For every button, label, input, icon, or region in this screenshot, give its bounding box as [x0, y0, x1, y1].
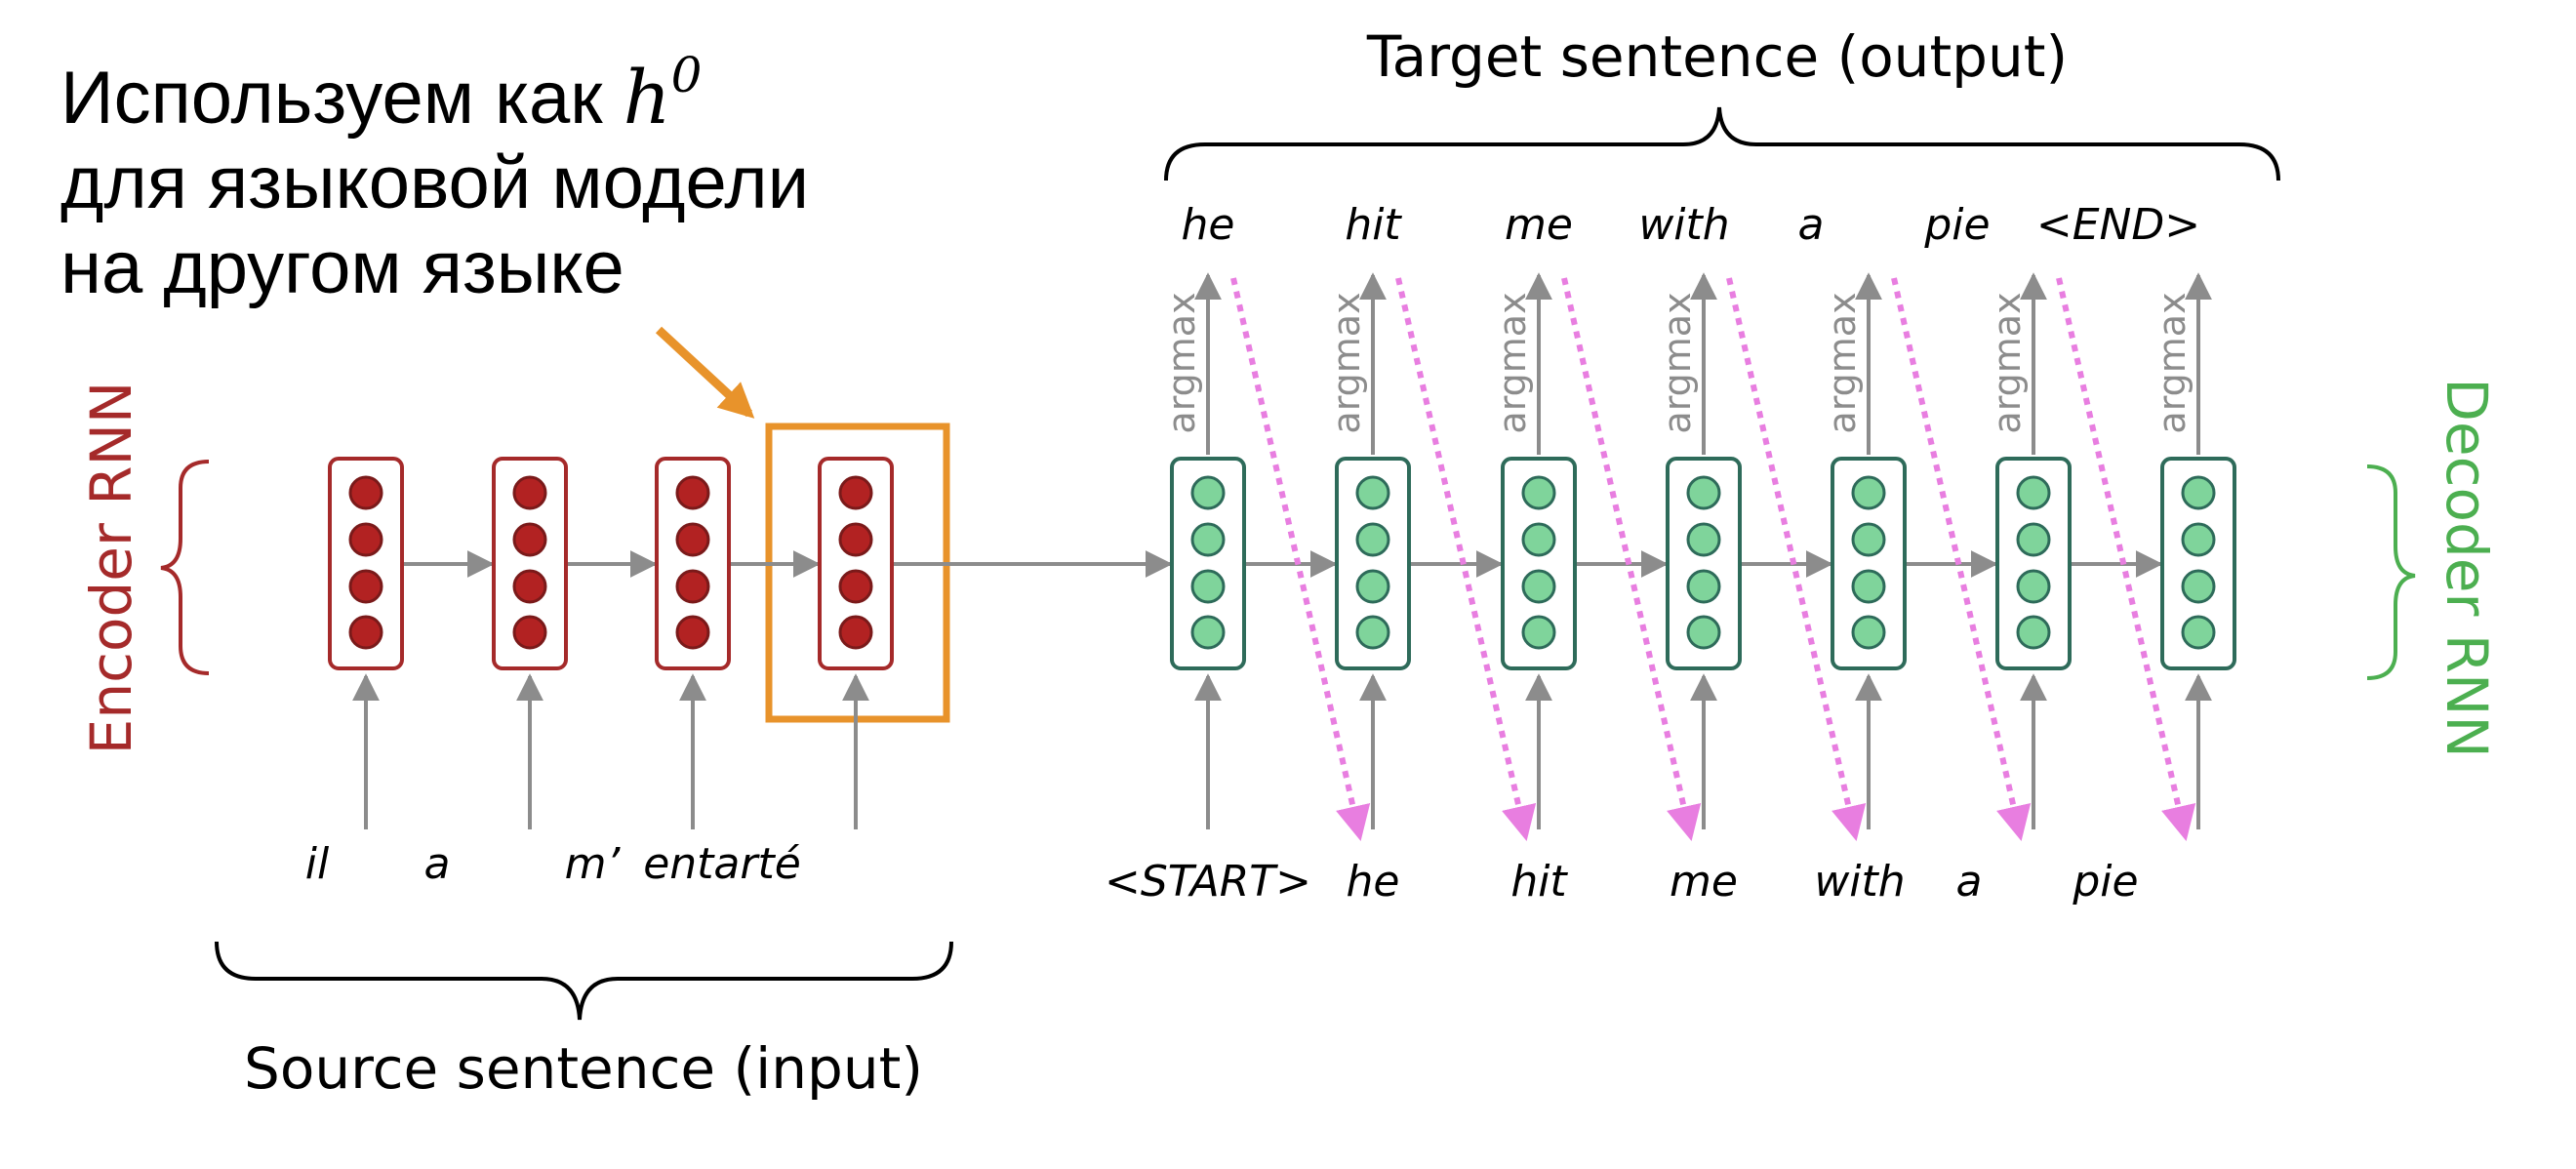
encoder-cell: [818, 457, 894, 670]
argmax-label: argmax: [1325, 292, 1368, 433]
argmax-label: argmax: [2151, 292, 2194, 433]
decoder-neuron: [1686, 475, 1721, 510]
h-superscript: 0: [671, 47, 703, 103]
encoder-neuron: [512, 475, 547, 510]
decoder-neuron: [1355, 522, 1390, 557]
decoder-neuron: [1851, 615, 1886, 650]
decoder-neuron: [1521, 615, 1556, 650]
decoder-cell: [1831, 457, 1907, 670]
decoder-cell: [2160, 457, 2236, 670]
decoder-brace: [2366, 464, 2416, 680]
decoder-output-word: pie: [1923, 200, 1990, 250]
decoder-cell: [1501, 457, 1577, 670]
encoder-brace: [160, 460, 210, 675]
encoder-neuron: [675, 569, 710, 604]
decoder-output-word: with: [1638, 200, 1729, 250]
decoder-output-word: hit: [1345, 200, 1402, 250]
decoder-neuron: [1521, 522, 1556, 557]
target-sentence-label: Target sentence (output): [1366, 23, 2068, 90]
decoder-cells: argmax argmax argmax argmax argmax argmax argm…: [1160, 272, 2236, 842]
word-labels: il a m’ entarté <START> he hit me with a pie he hit m…: [305, 200, 2200, 907]
source-word: entarté: [643, 839, 801, 889]
decoder-output-word: me: [1505, 200, 1573, 250]
encoder-neuron: [675, 475, 710, 510]
argmax-label: argmax: [1160, 292, 1203, 433]
annotation-line-1: Используем как h0: [60, 47, 702, 141]
source-word: il: [305, 839, 330, 889]
decoder-neuron: [1190, 569, 1226, 604]
decoder-neuron: [1686, 615, 1721, 650]
decoder-neuron: [1355, 475, 1390, 510]
decoder-input-word: hit: [1510, 857, 1568, 907]
decoder-neuron: [1190, 522, 1226, 557]
decoder-rnn-label: Decoder RNN: [2434, 378, 2500, 758]
decoder-neuron: [2016, 569, 2051, 604]
argmax-label: argmax: [1821, 292, 1864, 433]
encoder-cells: [328, 457, 1173, 829]
decoder-neuron: [1521, 475, 1556, 510]
encoder-neuron: [512, 522, 547, 557]
encoder-cell: [328, 457, 404, 670]
decoder-neuron: [2016, 615, 2051, 650]
decoder-neuron: [1686, 569, 1721, 604]
decoder-neuron: [1851, 569, 1886, 604]
decoder-input-word: <START>: [1105, 857, 1311, 907]
decoder-input-word: pie: [2072, 857, 2138, 907]
encoder-neuron: [838, 475, 873, 510]
source-word: a: [424, 839, 451, 889]
decoder-output-word: <END>: [2036, 200, 2200, 250]
decoder-neuron: [2181, 569, 2216, 604]
source-sentence-label: Source sentence (input): [244, 1035, 923, 1102]
decoder-neuron: [2181, 615, 2216, 650]
decoder-neuron: [2181, 522, 2216, 557]
decoder-output-word: he: [1182, 200, 1235, 250]
encoder-neuron: [838, 615, 873, 650]
encoder-neuron: [675, 522, 710, 557]
encoder-neuron: [348, 615, 383, 650]
encoder-neuron: [838, 522, 873, 557]
decoder-cell: [1666, 457, 1742, 670]
encoder-neuron: [675, 615, 710, 650]
decoder-cell: [1170, 457, 1246, 670]
decoder-neuron: [1851, 522, 1886, 557]
argmax-label: argmax: [1656, 292, 1699, 433]
decoder-input-word: he: [1347, 857, 1400, 907]
encoder-neuron: [348, 475, 383, 510]
annotation-pointer-arrow: [655, 326, 755, 419]
h-symbol: h: [624, 54, 671, 141]
decoder-neuron: [1190, 475, 1226, 510]
decoder-neuron: [1190, 615, 1226, 650]
encoder-neuron: [512, 615, 547, 650]
annotation-line-3: на другом языке: [60, 226, 624, 309]
encoder-rnn-label: Encoder RNN: [78, 382, 144, 755]
encoder-neuron: [838, 569, 873, 604]
decoder-neuron: [2016, 522, 2051, 557]
annotation-line-2: для языковой модели: [60, 141, 809, 224]
source-word: m’: [565, 839, 622, 889]
annotation-line-1-text: Используем как: [60, 57, 624, 140]
argmax-label: argmax: [1491, 292, 1534, 433]
decoder-input-word: a: [1956, 857, 1983, 907]
decoder-output-word: a: [1798, 200, 1825, 250]
decoder-cell: [1335, 457, 1411, 670]
decoder-cell: [1995, 457, 2072, 670]
argmax-label: argmax: [1986, 292, 2029, 433]
target-brace: [1164, 106, 2280, 181]
decoder-neuron: [2016, 475, 2051, 510]
decoder-neuron: [1686, 522, 1721, 557]
decoder-neuron: [1355, 615, 1390, 650]
decoder-input-word: me: [1670, 857, 1738, 907]
encoder-cell: [655, 457, 731, 670]
encoder-neuron: [348, 522, 383, 557]
decoder-neuron: [1355, 569, 1390, 604]
encoder-cell: [492, 457, 568, 670]
decoder-input-word: with: [1814, 857, 1905, 907]
decoder-neuron: [1521, 569, 1556, 604]
decoder-neuron: [1851, 475, 1886, 510]
decoder-neuron: [2181, 475, 2216, 510]
source-brace: [215, 941, 953, 1021]
encoder-neuron: [348, 569, 383, 604]
encoder-neuron: [512, 569, 547, 604]
